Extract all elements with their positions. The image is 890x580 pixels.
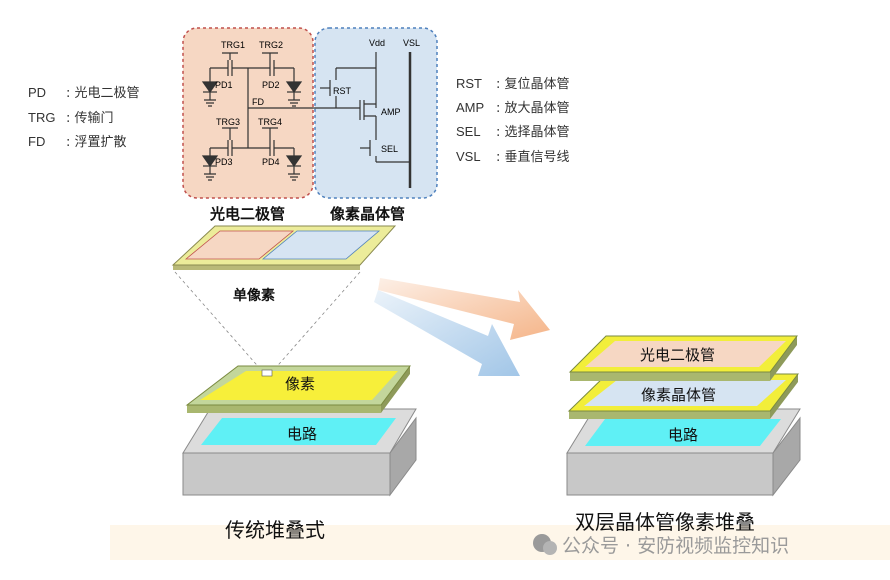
legend-sel: SEL: 选择晶体管: [456, 124, 570, 140]
legend-trg: TRG: 传输门: [28, 110, 114, 126]
watermark-text: 公众号 · 安防视频监控知识: [562, 535, 790, 557]
circuit-schematic: [201, 52, 412, 188]
right-photodiode-label: 光电二极管: [640, 346, 716, 364]
legend-vsl: VSL: 垂直信号线: [456, 149, 570, 165]
right-stack-title: 双层晶体管像素堆叠: [575, 510, 755, 534]
arrow-to-photodiode-layer: [378, 278, 550, 340]
caption-transistor: 像素晶体管: [330, 205, 406, 223]
right-circuit-side-right: [772, 416, 801, 497]
right-transistor-edge-right: [770, 374, 798, 419]
vsl-label: VSL: [403, 38, 420, 48]
amp-label: AMP: [381, 107, 401, 117]
right-photodiode-edge-right: [770, 336, 797, 381]
single-pixel-plate-edge: [173, 265, 360, 270]
fd-label: FD: [252, 97, 264, 107]
trg3-label: TRG3: [216, 117, 240, 127]
right-transistor-edge: [569, 411, 770, 419]
left-circuit-surface: [201, 418, 396, 445]
left-pixel-surface: [200, 371, 398, 400]
left-pixel-marker: [261, 369, 273, 377]
trg2-label: TRG2: [259, 40, 283, 50]
watermark-band: [110, 525, 890, 560]
right-transistor-label: 像素晶体管: [641, 386, 717, 404]
vdd-label: Vdd: [369, 38, 385, 48]
left-stack-title: 传统堆叠式: [225, 518, 325, 542]
rst-label: RST: [333, 86, 352, 96]
legend-pd: PD: 光电二极管: [28, 85, 140, 101]
right-photodiode-edge: [570, 372, 770, 381]
left-pixel-label: 像素: [285, 375, 316, 393]
trg4-label: TRG4: [258, 117, 282, 127]
right-photodiode-surface: [585, 341, 786, 367]
arrow-to-transistor-layer: [374, 290, 520, 376]
right-transistor-surface: [584, 380, 786, 406]
pd2-label: PD2: [262, 80, 280, 90]
zoom-lines: [174, 271, 361, 373]
left-circuit-label: 电路: [287, 425, 318, 443]
right-circuit-surface: [585, 419, 781, 446]
wechat-icon-bubble: [543, 541, 557, 555]
legend-amp: AMP: 放大晶体管: [456, 100, 570, 116]
right-circuit-side-front: [566, 452, 774, 496]
legend-fd: FD: 浮置扩散: [28, 134, 127, 150]
sel-label: SEL: [381, 144, 398, 154]
left-pixel-edge-right: [381, 366, 410, 413]
caption-single-pixel: 单像素: [233, 288, 275, 304]
caption-photodiode: 光电二极管: [210, 205, 286, 223]
right-circuit-label: 电路: [668, 426, 699, 444]
single-pixel-tr-cell: [261, 230, 381, 260]
legend-rst: RST: 复位晶体管: [456, 76, 570, 92]
pd1-label: PD1: [215, 80, 233, 90]
single-pixel-pd-cell: [184, 230, 295, 260]
pd4-label: PD4: [262, 157, 280, 167]
left-circuit-side-right: [389, 416, 417, 497]
trg1-label: TRG1: [221, 40, 245, 50]
pd3-label: PD3: [215, 157, 233, 167]
left-circuit-side-front: [182, 452, 391, 496]
left-pixel-edge: [187, 405, 381, 413]
transistor-region: [314, 27, 438, 199]
